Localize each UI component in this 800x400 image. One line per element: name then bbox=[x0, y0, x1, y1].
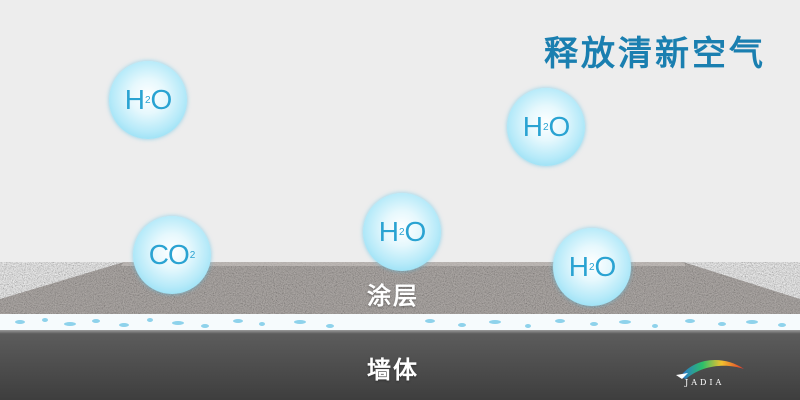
molecule-tail: O bbox=[404, 216, 427, 247]
wall-label: 墙体 bbox=[367, 357, 419, 384]
molecule-main: H bbox=[522, 111, 543, 142]
brand-logo bbox=[676, 359, 744, 379]
molecule-subscript: 2 bbox=[588, 261, 594, 273]
molecule-subscript: 2 bbox=[144, 94, 150, 106]
molecule-main: CO bbox=[148, 239, 190, 270]
primer-strip bbox=[0, 314, 800, 331]
wall-top-edge bbox=[0, 330, 800, 334]
molecule-subscript: 2 bbox=[542, 121, 548, 133]
diagram-title: 释放清新空气 bbox=[544, 35, 766, 73]
wall-layer bbox=[0, 334, 800, 400]
molecule-tail: O bbox=[594, 251, 617, 282]
molecule-subscript: 2 bbox=[398, 226, 404, 238]
water-specks bbox=[15, 318, 786, 328]
molecule-subscript: 2 bbox=[189, 249, 195, 261]
coating-label: 涂层 bbox=[367, 283, 419, 310]
molecule-main: H bbox=[378, 216, 399, 247]
molecule-main: H bbox=[124, 84, 145, 115]
molecule-main: H bbox=[568, 251, 589, 282]
molecule-tail: O bbox=[150, 84, 173, 115]
brand-logo-text: JADIA bbox=[685, 378, 725, 387]
molecule-tail: O bbox=[548, 111, 571, 142]
